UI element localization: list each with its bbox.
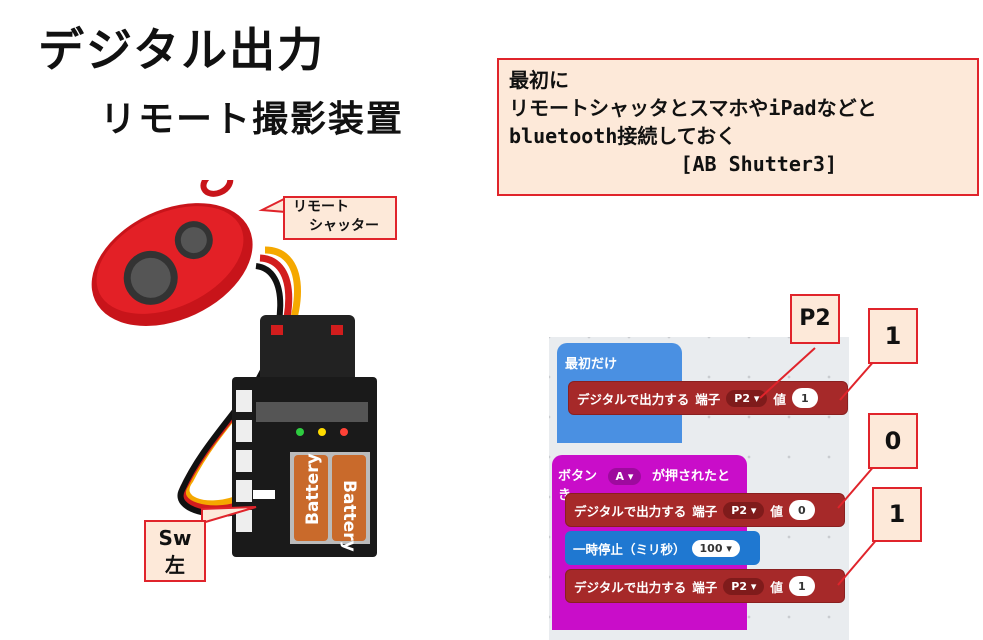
note-line-3: bluetooth接続しておく — [509, 124, 737, 148]
remote-label-line1: リモート — [293, 199, 349, 215]
start-value-callout: 1 — [868, 308, 918, 364]
remote-label-line2: シャッター — [309, 218, 379, 234]
digital-write-block-press[interactable]: デジタルで出力する 端子 P2 ▾ 値 0 — [565, 493, 845, 527]
on-start-label: 最初だけ — [565, 357, 618, 372]
pause-label: 一時停止（ミリ秒） — [573, 541, 686, 557]
pin-dropdown[interactable]: P2 ▾ — [723, 501, 765, 519]
pin-dropdown[interactable]: P2 ▾ — [726, 389, 768, 407]
remote-shutter-label: リモート シャッター — [283, 196, 397, 240]
instruction-note: 最初に リモートシャッタとスマホやiPadなどと bluetooth接続しておく… — [497, 58, 979, 196]
press-value-callout: 0 — [868, 413, 918, 469]
switch-label-line2: 左 — [165, 553, 185, 577]
switch — [253, 490, 275, 499]
value-label: 値 — [773, 391, 786, 407]
button-value: A — [615, 470, 625, 483]
pause-block[interactable]: 一時停止（ミリ秒） 100 ▾ — [565, 531, 760, 565]
note-line-4: [AB Shutter3] — [680, 152, 837, 176]
value-input[interactable]: 0 — [788, 500, 815, 520]
switch-callout-pointer — [201, 506, 257, 525]
value-label: 値 — [770, 579, 783, 595]
microbit-board — [260, 315, 355, 390]
value-input[interactable]: 1 — [788, 576, 815, 596]
pin-label: 端子 — [692, 579, 718, 595]
black-wire — [177, 263, 284, 517]
pin-value: P2 — [731, 579, 747, 593]
pin-value: P2 — [734, 391, 750, 405]
callout-pointers — [759, 347, 879, 586]
pin-callout: P2 — [790, 294, 840, 344]
page-subtitle: リモート撮影装置 — [100, 99, 405, 140]
note-line-2: リモートシャッタとスマホやiPadなどと — [509, 96, 877, 120]
battery-label-2: Battery — [339, 480, 359, 552]
pause-dropdown[interactable]: 100 ▾ — [691, 539, 740, 557]
pause-value: 100 — [699, 541, 723, 555]
expansion-board: Battery Battery — [232, 377, 377, 557]
note-line-1: 最初に — [509, 68, 569, 92]
digital-write-label: デジタルで出力する — [577, 391, 690, 407]
button-prefix: ボタン — [558, 469, 598, 484]
digital-write-label: デジタルで出力する — [574, 579, 687, 595]
page-title: デジタル出力 — [38, 23, 326, 77]
digital-write-label: デジタルで出力する — [574, 503, 687, 519]
switch-label-line1: Sw — [158, 526, 192, 550]
button-dropdown[interactable]: A ▾ — [607, 468, 642, 485]
value-label: 値 — [770, 503, 783, 519]
hardware-illustration: Battery Battery — [91, 180, 377, 557]
release-value-callout: 1 — [872, 487, 922, 542]
pin-value: P2 — [731, 503, 747, 517]
switch-position-label: Sw 左 — [144, 520, 206, 582]
value-input[interactable]: 1 — [791, 388, 818, 408]
pin-dropdown[interactable]: P2 ▾ — [723, 577, 765, 595]
pin-label: 端子 — [695, 391, 721, 407]
digital-write-block-start[interactable]: デジタルで出力する 端子 P2 ▾ 値 1 — [568, 381, 848, 415]
remote-shutter — [91, 180, 253, 326]
pin-label: 端子 — [692, 503, 718, 519]
digital-write-block-release[interactable]: デジタルで出力する 端子 P2 ▾ 値 1 — [565, 569, 845, 603]
battery-label-1: Battery — [303, 453, 323, 525]
